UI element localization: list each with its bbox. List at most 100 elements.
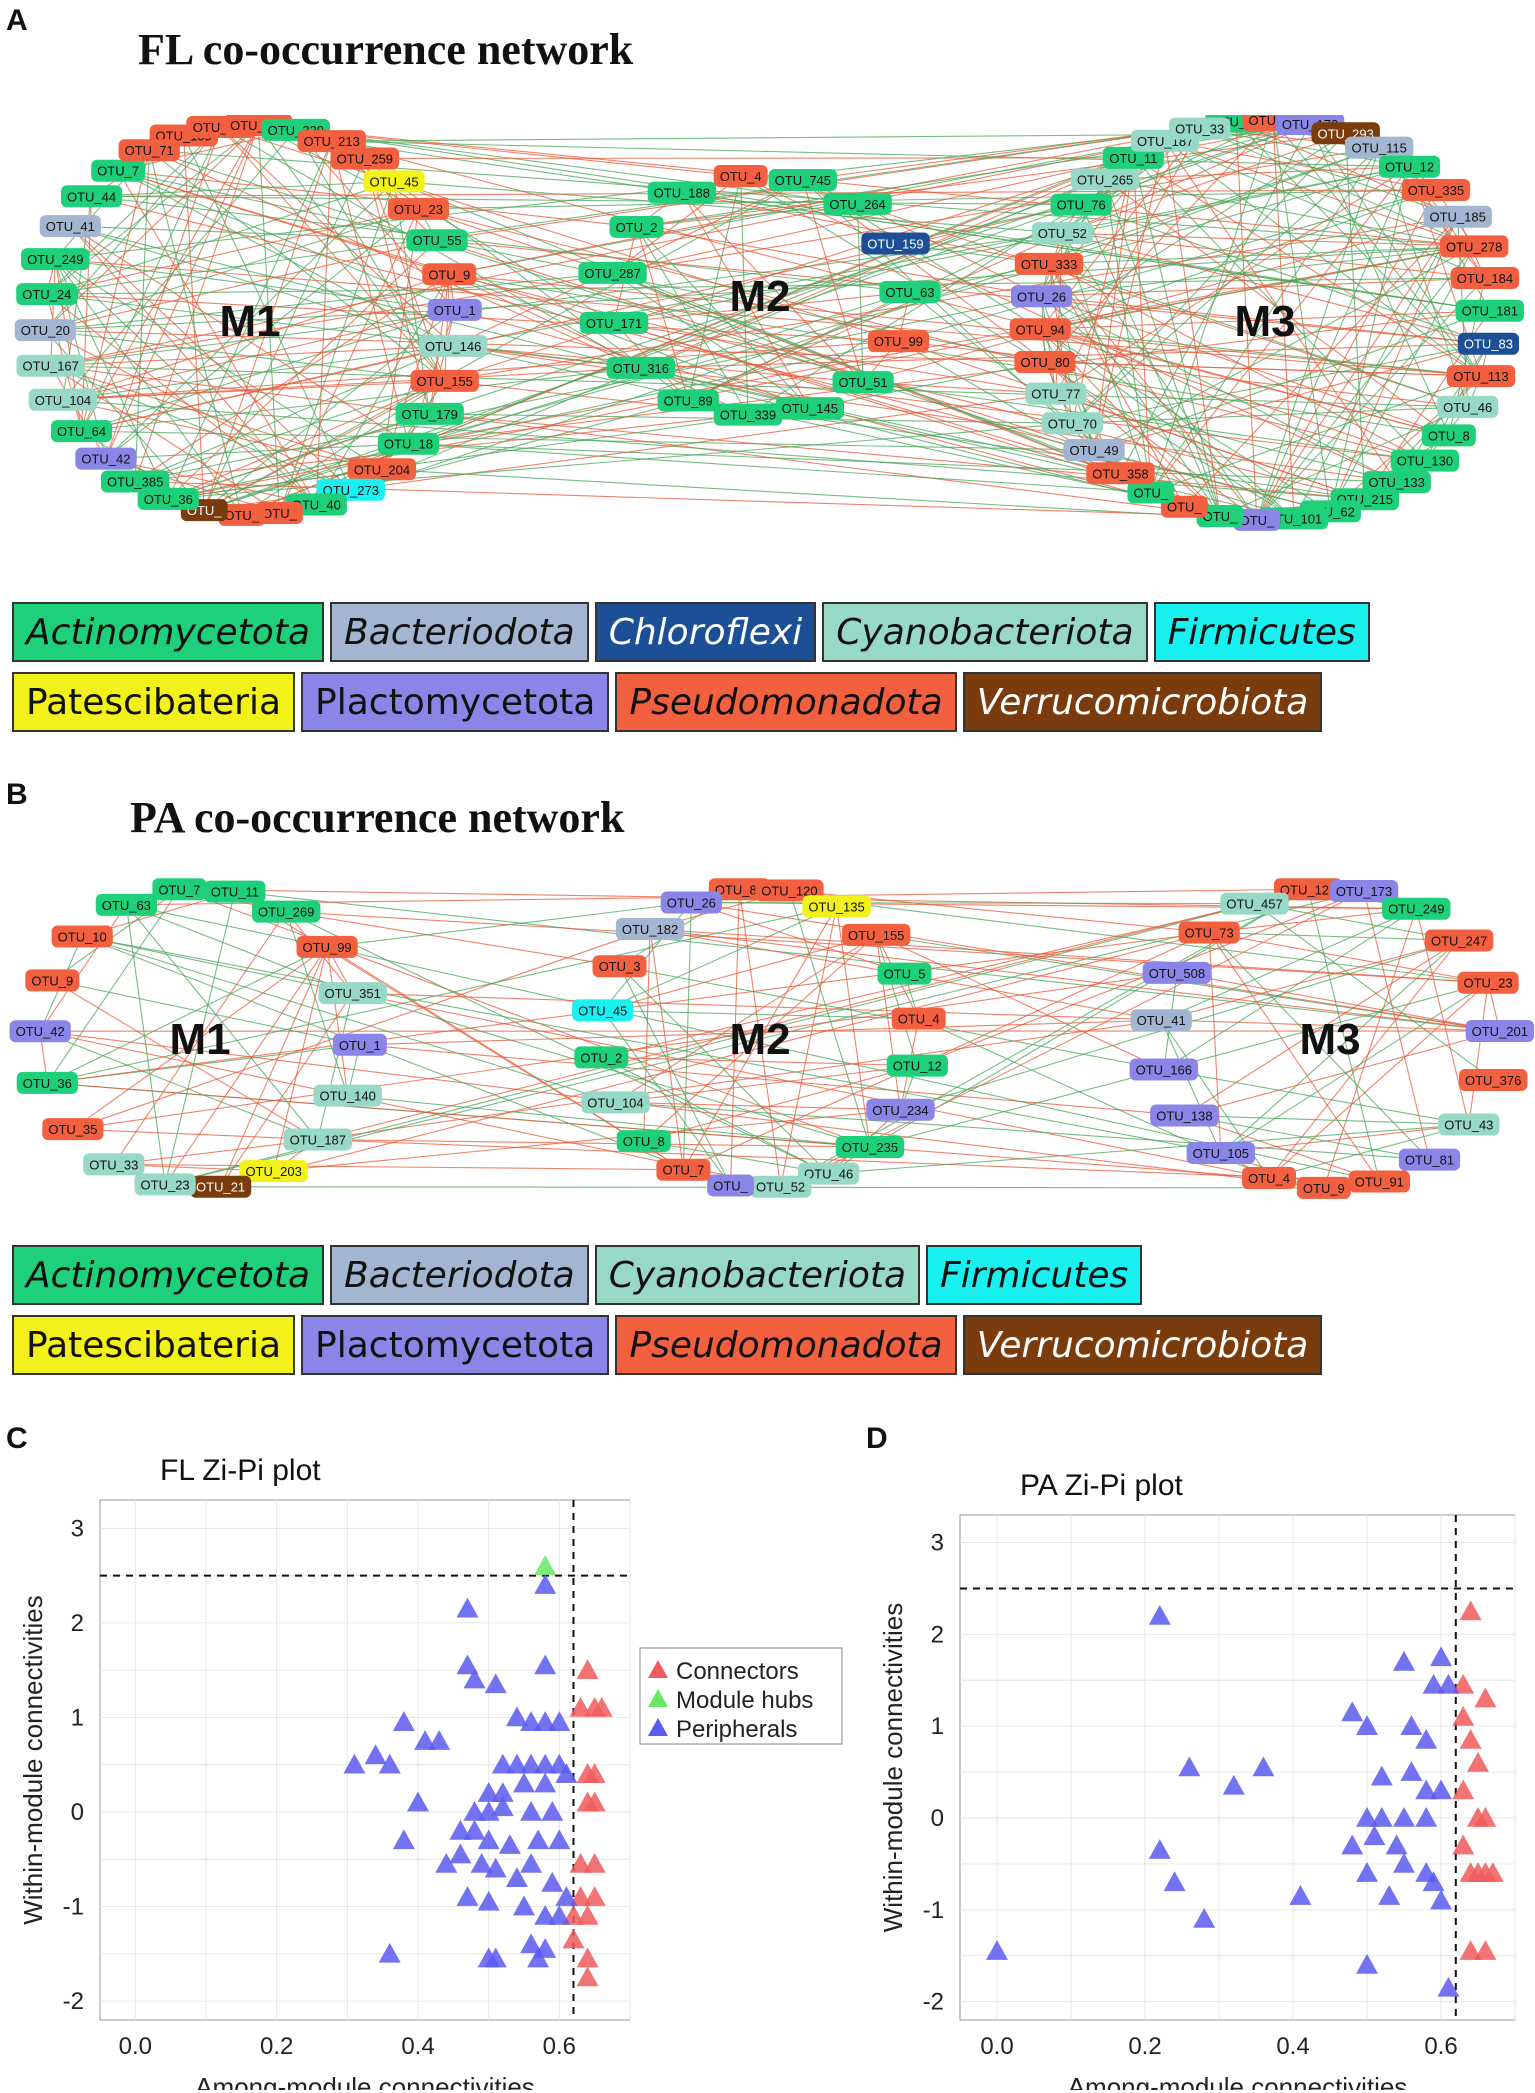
data-point [1422, 1871, 1445, 1892]
network-edge [1220, 1123, 1469, 1154]
network-edge [408, 178, 1106, 445]
otu-node: OTU_265 [1070, 168, 1140, 191]
otu-node-label: OTU_287 [584, 266, 640, 281]
otu-node: OTU_5 [877, 962, 932, 985]
plot-area [99, 1499, 631, 2021]
otu-node-label: OTU_23 [1463, 976, 1512, 991]
otu-node-label: OTU_41 [46, 219, 95, 234]
y-tick-label: 0 [71, 1799, 84, 1826]
otu-node: OTU_316 [606, 356, 676, 379]
module-label: M2 [729, 1015, 790, 1064]
data-point [343, 1753, 366, 1774]
data-point [1437, 1673, 1460, 1694]
otu-node-box [39, 215, 101, 238]
otu-node-box [95, 893, 157, 916]
otu-node-box [1220, 892, 1289, 915]
otu-node-box [574, 1046, 629, 1069]
otu-node: OTU_138 [1150, 1104, 1219, 1127]
data-point [456, 1654, 479, 1675]
otu-node-label: OTU_76 [1057, 198, 1106, 213]
otu-node-label: OTU_46 [1443, 400, 1492, 415]
otu-node: OTU_21 [190, 1175, 252, 1198]
data-point [583, 1763, 606, 1783]
legend-label: Peripherals [676, 1716, 797, 1743]
network-edge [1105, 166, 1410, 180]
otu-node-label: OTU_ [713, 1178, 748, 1193]
otu-node: OTU_23 [387, 197, 450, 220]
otu-node-label: OTU_173 [1336, 884, 1392, 899]
otu-node-label: OTU_146 [425, 339, 481, 354]
network-edge [1071, 157, 1134, 424]
legend-entry: Bacteriodota [330, 602, 589, 662]
otu-node: OTU_4 [1242, 1167, 1297, 1190]
network-edge [285, 911, 349, 1096]
network-edge [62, 129, 297, 401]
data-point [1430, 1646, 1452, 1667]
otu-node: OTU_249 [21, 248, 90, 271]
x-axis-label: Among-module connectivities [1068, 2072, 1408, 2090]
otu-node: OTU_18 [377, 432, 440, 455]
otu-node-box [823, 192, 892, 215]
network-edge [636, 203, 858, 228]
otu-node-label: OTU_1 [339, 1038, 381, 1053]
otu-node-label: OTU_155 [417, 374, 473, 389]
network-edge [601, 1056, 829, 1174]
network-edge [1055, 128, 1201, 394]
otu-node-box [204, 880, 266, 903]
legend-marker [648, 1718, 668, 1736]
data-point [477, 1782, 500, 1802]
data-point [1148, 1605, 1171, 1625]
otu-node-box [1014, 252, 1084, 275]
network-edge [862, 216, 1458, 383]
otu-node-label: OTU_36 [23, 1076, 72, 1091]
otu-node-label: OTU_ [262, 506, 297, 521]
series-peripherals [986, 1605, 1460, 1997]
network-edge [1061, 232, 1258, 521]
network-edge [135, 480, 1220, 517]
otu-node-box [891, 1007, 946, 1030]
otu-node-box [1439, 235, 1509, 258]
network-edge [326, 946, 349, 1096]
data-point [456, 1886, 479, 1906]
network-edge [50, 345, 454, 367]
network-edge [687, 175, 742, 401]
data-point [569, 1886, 592, 1906]
data-point [428, 1730, 451, 1750]
otu-node-box [802, 895, 871, 918]
data-point [1393, 1650, 1415, 1671]
data-point [576, 1947, 599, 1968]
network-edge [1093, 449, 1331, 512]
otu-node-box [1010, 285, 1073, 308]
network-edge [1268, 940, 1460, 1179]
data-point [569, 1697, 592, 1717]
y-tick-label: 1 [931, 1713, 944, 1740]
network-edge [1209, 931, 1460, 942]
otu-node-box [579, 311, 649, 334]
data-point [414, 1730, 437, 1750]
data-point [541, 1871, 564, 1892]
network-edge [81, 367, 641, 432]
network-edge [70, 225, 454, 347]
otu-node-label: OTU_9 [31, 973, 73, 988]
otu-node-box [51, 925, 113, 948]
data-point [1430, 1779, 1452, 1800]
network-edge [1176, 972, 1500, 1032]
otu-node: OTU_287 [578, 261, 647, 284]
data-point [456, 1597, 479, 1618]
network-edge [1268, 982, 1489, 1179]
x-tick-label: 0.4 [1276, 2033, 1309, 2060]
otu-node-label: OTU_11 [1109, 151, 1157, 166]
otu-node: OTU_41 [1130, 1009, 1192, 1032]
network-edge [82, 935, 616, 1103]
legend-marker [648, 1660, 668, 1678]
x-tick-label: 0.4 [401, 2033, 434, 2060]
y-tick-label: -2 [63, 1988, 84, 2015]
network-edge [82, 935, 353, 994]
network-edge [70, 225, 438, 241]
otu-node: OTU_89 [657, 389, 719, 412]
otu-node-box [1041, 412, 1103, 435]
network-edge [1160, 1019, 1222, 1154]
otu-node-label: OTU_40 [292, 498, 341, 513]
